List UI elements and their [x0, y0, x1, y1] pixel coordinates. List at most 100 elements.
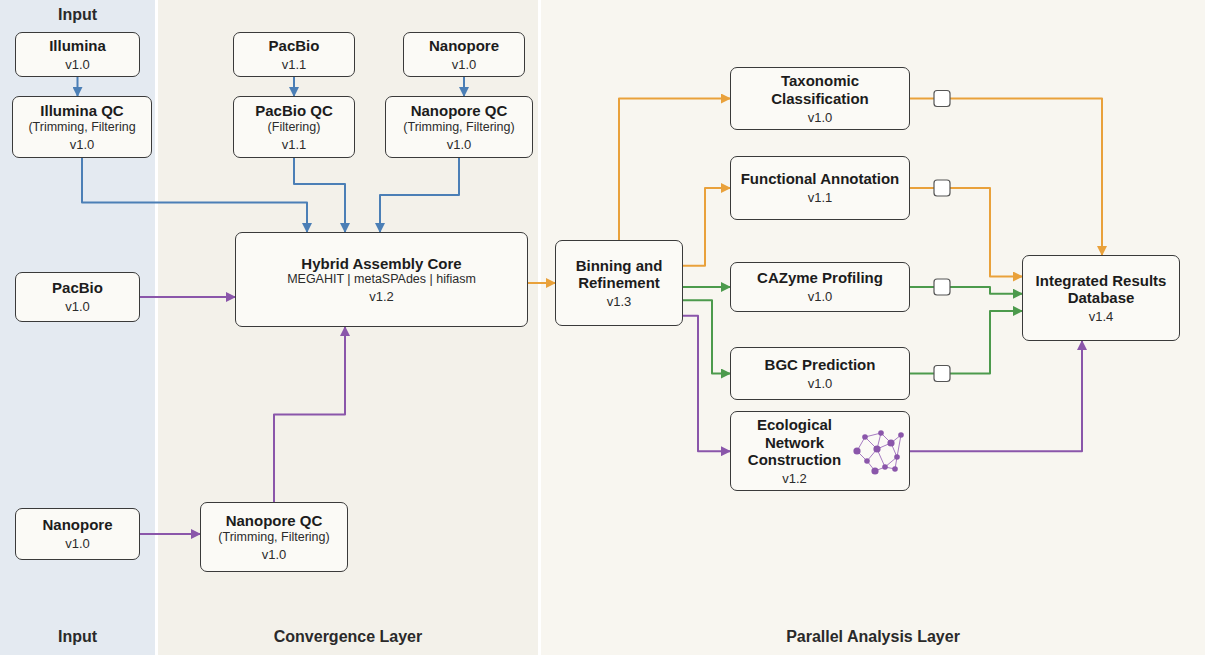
input-panel: [0, 0, 155, 655]
version-text: v1.0: [70, 137, 95, 152]
box-title: BGC Prediction: [765, 356, 876, 374]
version-text: v1.4: [1089, 309, 1114, 324]
flow-arrow: [82, 158, 307, 232]
network-link: [897, 435, 901, 457]
box-title: Hybrid Assembly Core: [301, 255, 461, 273]
box-title: Nanopore QC: [411, 102, 508, 120]
connector-group: [78, 77, 1103, 534]
version-text: v1.0: [65, 57, 90, 72]
flow-arrow: [683, 286, 730, 288]
box-title: Ecological Network Construction: [738, 416, 851, 469]
flow-arrow: [77, 77, 79, 96]
analysis-box: CAZyme Profiling v1.0: [730, 262, 910, 312]
layer-label: Input: [0, 628, 155, 646]
version-text: v1.1: [282, 137, 307, 152]
qc-box: Illumina QC(Trimming, Filtering v1.0: [12, 96, 152, 158]
flow-arrow: [528, 282, 555, 284]
version-text: v1.0: [452, 57, 477, 72]
box-title: Binning and Refinement: [563, 257, 675, 292]
box-title: PacBio: [269, 37, 320, 55]
network-dot: [887, 440, 894, 447]
box-title: Functional Annotation: [741, 170, 900, 188]
assembly-box: Hybrid Assembly CoreMEGAHIT | metaSPAdes…: [235, 232, 528, 327]
flow-arrow: [274, 327, 345, 502]
box-title: Taxonomic Classification: [738, 72, 902, 107]
network-dot: [882, 464, 888, 470]
box-title: Nanopore QC: [226, 512, 323, 530]
network-dot: [873, 446, 880, 453]
network-dot: [878, 430, 884, 436]
flow-arrow: [140, 296, 235, 298]
convergence-panel: [158, 0, 538, 655]
box-subtitle: MEGAHIT | metaSPAdes | hifiasm: [287, 272, 476, 287]
input-box: Illumina v1.0: [15, 32, 140, 77]
flow-arrow: [910, 311, 1022, 374]
box-title: Nanopore: [429, 37, 499, 55]
box-subtitle: (Filtering): [268, 120, 321, 135]
box-subtitle: (Trimming, Filtering): [218, 530, 329, 545]
version-text: v1.1: [282, 57, 307, 72]
flow-arrow: [683, 316, 730, 452]
flow-arrow: [140, 533, 200, 535]
flow-arrow: [380, 158, 459, 232]
box-subtitle: (Trimming, Filtering): [403, 120, 514, 135]
qc-box: Nanopore QC(Trimming, Filtering) v1.0: [200, 502, 348, 572]
box-subtitle: (Trimming, Filtering: [28, 120, 135, 135]
qc-box: PacBio QC(Filtering) v1.1: [233, 96, 355, 158]
box-title: CAZyme Profiling: [757, 269, 883, 287]
analysis-panel: [541, 0, 1205, 655]
network-dot: [871, 468, 878, 475]
flow-arrow: [619, 99, 730, 241]
analysis-box: Taxonomic Classification v1.0: [730, 67, 910, 130]
version-text: v1.0: [808, 110, 833, 125]
database-box: Integrated Results Database v1.4: [1022, 255, 1180, 341]
analysis-box: BGC Prediction v1.0: [730, 347, 910, 400]
flow-arrow: [683, 300, 730, 373]
flow-arrow: [910, 287, 1022, 294]
input-box: Nanopore v1.0: [403, 32, 525, 77]
checkpoint-square: [934, 279, 950, 295]
qc-box: Nanopore QC(Trimming, Filtering) v1.0: [385, 96, 533, 158]
version-text: v1.0: [262, 547, 287, 562]
network-illustration: [851, 427, 905, 475]
layer-label: Input: [0, 6, 155, 24]
box-title: Integrated Results Database: [1030, 272, 1172, 307]
flow-arrow: [910, 341, 1082, 451]
flow-arrow: [910, 99, 1102, 256]
checkpoint-square: [934, 91, 950, 107]
analysis-box: Ecological Network Construction v1.2: [730, 411, 910, 491]
input-box: Nanopore v1.0: [15, 508, 140, 560]
version-text: v1.0: [808, 289, 833, 304]
network-dot: [862, 434, 868, 440]
version-text: v1.1: [808, 190, 833, 205]
binning-box: Binning and Refinement v1.3: [555, 240, 683, 326]
checkpoint-group: [934, 91, 950, 382]
checkpoint-square: [934, 180, 950, 196]
layer-label: Convergence Layer: [158, 628, 538, 646]
version-text: v1.0: [65, 536, 90, 551]
network-dot: [853, 448, 860, 455]
flow-arrow: [463, 77, 465, 96]
input-box: PacBio v1.1: [233, 32, 355, 77]
box-title: PacBio: [52, 279, 103, 297]
box-title: Illumina QC: [40, 102, 123, 120]
network-dot: [864, 458, 870, 464]
flow-arrow: [294, 158, 345, 232]
network-dot: [892, 466, 898, 472]
network-dot: [894, 454, 900, 460]
flow-arrow: [910, 188, 1022, 277]
network-dot: [898, 432, 904, 438]
version-text: v1.0: [65, 299, 90, 314]
version-text: v1.3: [607, 294, 632, 309]
version-text: v1.2: [369, 289, 394, 304]
box-title: Illumina: [49, 37, 106, 55]
version-text: v1.2: [782, 471, 807, 486]
box-title: PacBio QC: [255, 102, 333, 120]
version-text: v1.0: [447, 137, 472, 152]
analysis-box: Functional Annotation v1.1: [730, 156, 910, 220]
box-title: Nanopore: [42, 516, 112, 534]
flow-arrow: [293, 77, 295, 96]
version-text: v1.0: [808, 376, 833, 391]
